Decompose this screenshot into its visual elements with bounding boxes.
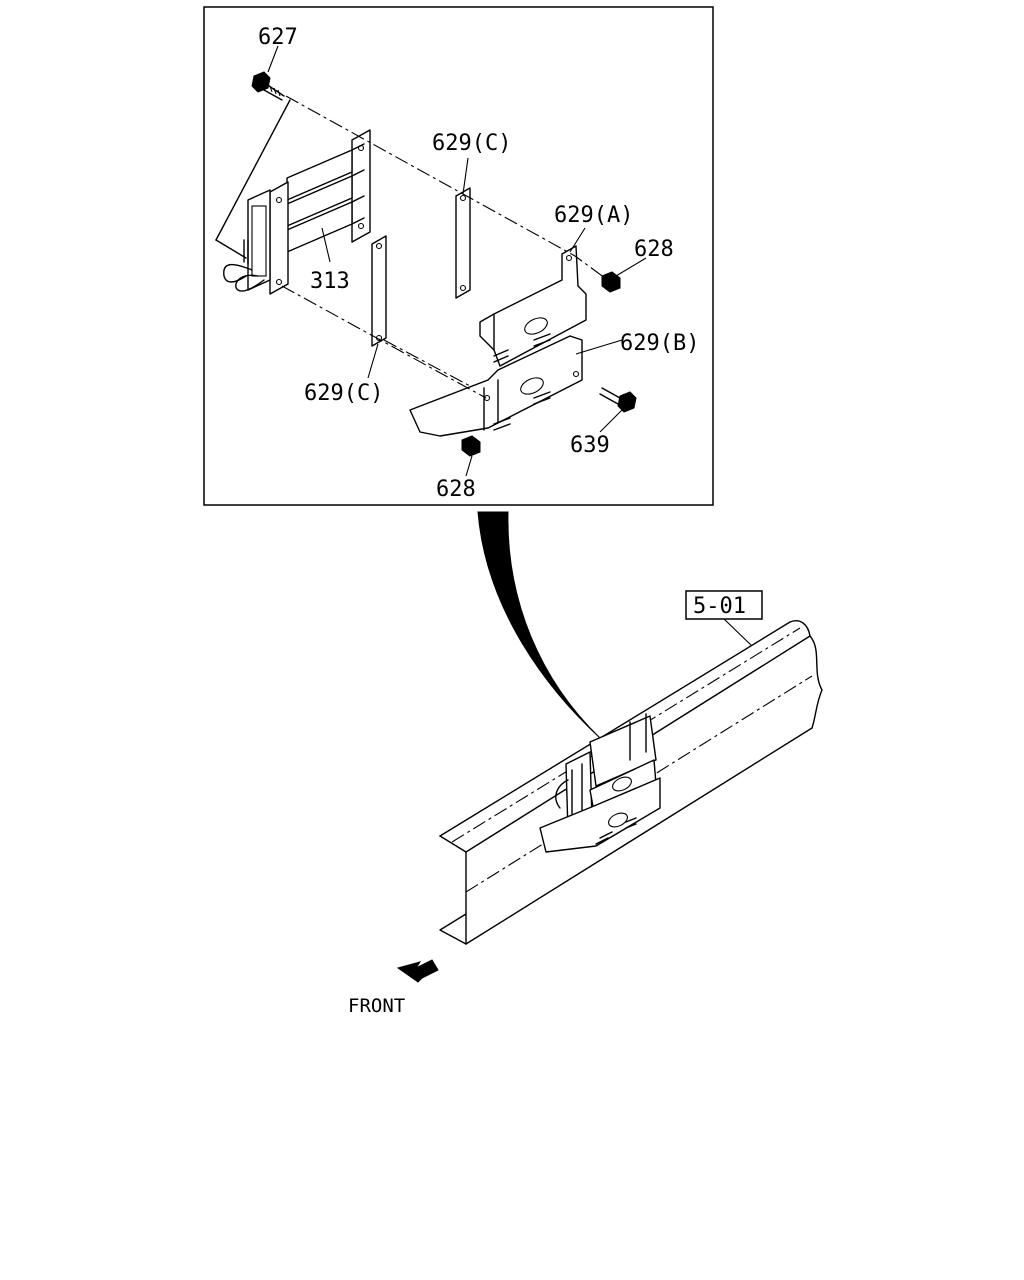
reference-box-label: 5-01 bbox=[693, 594, 746, 619]
bracket-629c-bottom[interactable] bbox=[371, 235, 387, 347]
callout-629c-top: 629(C) bbox=[432, 131, 511, 156]
nut-628-right[interactable] bbox=[601, 271, 621, 293]
callout-627: 627 bbox=[258, 25, 298, 50]
oil-cooler[interactable] bbox=[223, 129, 371, 295]
bolt-627[interactable] bbox=[251, 71, 285, 101]
front-direction-label: FRONT bbox=[348, 995, 405, 1017]
bracket-629b[interactable] bbox=[409, 333, 583, 437]
bolt-639[interactable] bbox=[599, 387, 637, 413]
front-arrow-icon bbox=[396, 959, 439, 983]
detail-pointer-arrow bbox=[477, 511, 601, 739]
nut-628-bottom[interactable] bbox=[461, 435, 481, 457]
callout-628-right: 628 bbox=[634, 237, 674, 262]
bracket-629a[interactable] bbox=[479, 245, 587, 367]
mounted-cooler-assembly bbox=[539, 713, 661, 853]
callout-639: 639 bbox=[570, 433, 610, 458]
bracket-629c-top[interactable] bbox=[455, 187, 471, 299]
detail-inset-frame bbox=[203, 6, 714, 506]
callout-629b: 629(B) bbox=[620, 331, 699, 356]
callout-629c-bottom: 629(C) bbox=[304, 381, 383, 406]
callout-629a: 629(A) bbox=[554, 203, 633, 228]
callout-313: 313 bbox=[310, 269, 350, 294]
callout-628-bottom: 628 bbox=[436, 477, 476, 502]
